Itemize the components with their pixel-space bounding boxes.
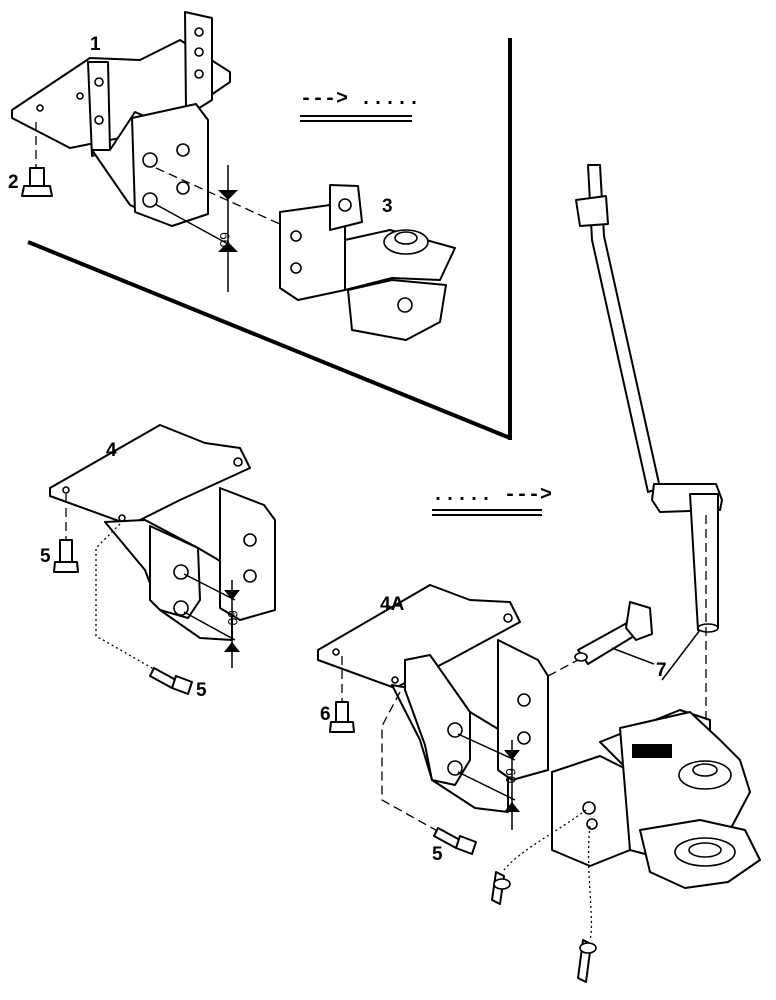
callout-5-middle: 5 [432, 844, 443, 865]
legend-bottom: ..... ---> [432, 484, 552, 516]
callout-2: 2 [8, 172, 19, 193]
dimension-middle: 60 [457, 733, 520, 830]
lever-rod-part-7 [575, 164, 723, 633]
dimension-label-middle: 60 [503, 768, 519, 784]
bolt-part-5-left-bottom [95, 523, 193, 695]
callout-3: 3 [382, 196, 393, 217]
bracket-part-4a [317, 584, 549, 813]
legend-top-text: ---> ..... [300, 88, 420, 111]
callout-7: 7 [656, 660, 667, 681]
callout-1: 1 [90, 34, 101, 55]
part-7-leaders [547, 515, 707, 780]
callout-5-left-top: 5 [40, 546, 51, 567]
callout-5-left-bottom: 5 [196, 680, 207, 701]
dimension-left: 60 [183, 573, 241, 668]
bolt-part-6 [329, 656, 355, 733]
dimension-label-left: 60 [225, 610, 241, 626]
bracket-part-1 [11, 11, 231, 227]
callout-4: 4 [106, 440, 117, 461]
inset-frame [27, 38, 512, 440]
bolt-part-5-middle [381, 691, 477, 855]
coupling-part-3 [279, 184, 456, 341]
pin-part-7 [574, 601, 653, 665]
legend-bottom-text: ..... ---> [432, 484, 552, 507]
callout-6: 6 [320, 704, 331, 725]
dimension-inset: 60 [154, 165, 283, 292]
bracket-part-4 [49, 424, 276, 641]
bolt-part-5-left-top [53, 494, 79, 573]
safety-pins [491, 809, 597, 983]
coupling-assembly [551, 709, 761, 889]
dimension-label-inset: 60 [217, 232, 233, 248]
callout-4a: 4A [380, 594, 405, 615]
legend-top: ---> ..... [300, 88, 420, 122]
bolt-part-2 [21, 122, 53, 197]
